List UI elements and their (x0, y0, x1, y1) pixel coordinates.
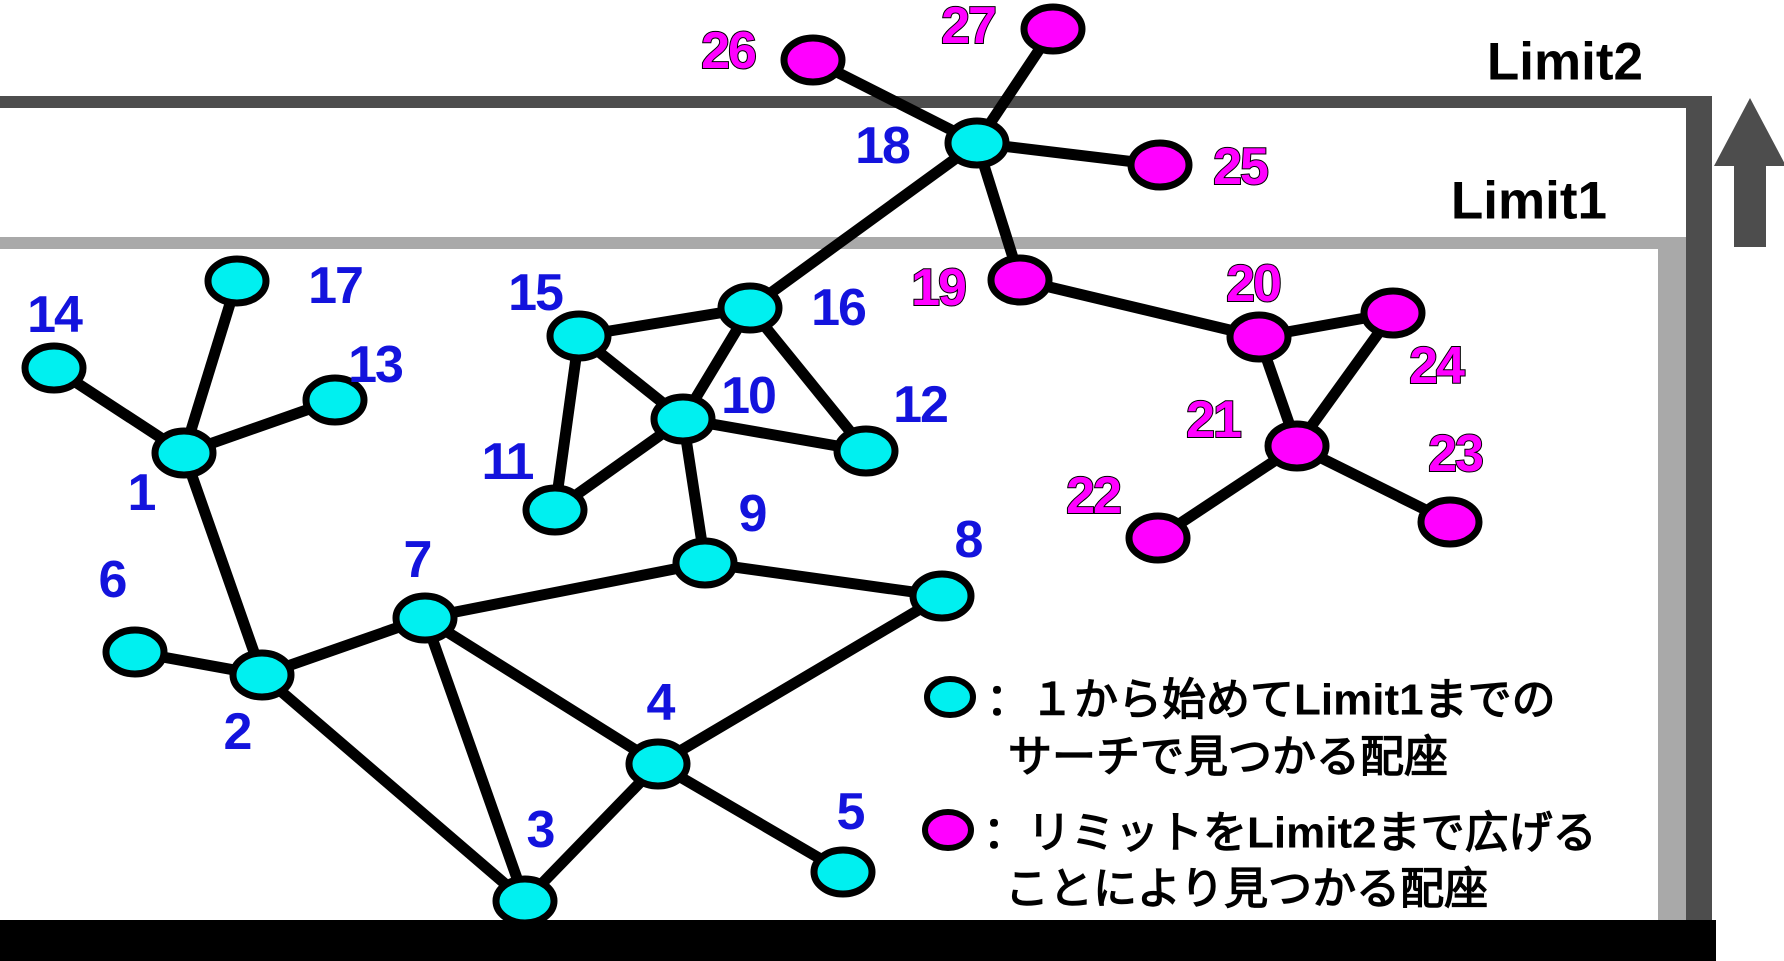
edge-4-8 (655, 591, 945, 769)
node-label-24: 24 (1409, 337, 1465, 395)
node-3 (492, 875, 558, 927)
node-19 (987, 254, 1053, 306)
node-5 (810, 846, 876, 898)
node-label-19: 19 (911, 259, 965, 317)
node-11 (522, 484, 588, 536)
node-2 (229, 649, 295, 701)
node-25 (1127, 139, 1193, 191)
edge-2-3 (258, 670, 529, 906)
node-label-27: 27 (941, 0, 995, 55)
edge-1-2 (178, 451, 268, 677)
limit2-line (0, 96, 1712, 108)
node-label-26: 26 (701, 22, 756, 80)
legend-line-cyan-2: サーチで見つかる配座 (1008, 733, 1448, 782)
node-label-14: 14 (27, 286, 83, 344)
legend: ：１から始めてLimit1までの サーチで見つかる配座 ：リミットをLimit2… (922, 676, 1597, 914)
node-label-17: 17 (308, 257, 362, 315)
node-label-8: 8 (955, 511, 983, 569)
node-13 (302, 374, 368, 426)
node-15 (546, 310, 612, 362)
node-label-20: 20 (1226, 255, 1280, 313)
node-label-15: 15 (508, 264, 563, 322)
edge-1-17 (178, 279, 243, 455)
node-label-6: 6 (99, 551, 127, 609)
node-23 (1417, 496, 1483, 548)
limit2-label: Limit2 (1487, 33, 1643, 92)
limit1-right-bar (1658, 237, 1686, 920)
legend-line-magenta-1: ：リミットをLimit2まで広げる (983, 809, 1597, 858)
node-label-9: 9 (739, 485, 766, 543)
node-27 (1020, 3, 1086, 55)
node-22 (1125, 512, 1191, 564)
node-label-1: 1 (128, 464, 156, 522)
node-label-18: 18 (855, 117, 910, 175)
limit1-label: Limit1 (1451, 172, 1607, 231)
node-10 (650, 393, 716, 445)
node-26 (780, 34, 846, 86)
node-label-25: 25 (1213, 138, 1268, 196)
node-label-11: 11 (482, 433, 534, 491)
node-8 (909, 570, 975, 622)
node-label-12: 12 (893, 376, 947, 434)
legend-cyan-dot-icon (924, 676, 976, 718)
node-label-3: 3 (527, 801, 555, 859)
node-24 (1360, 287, 1426, 339)
edge-7-9 (423, 557, 707, 624)
node-16 (717, 282, 783, 334)
legend-line-cyan-1: ：１から始めてLimit1までの (986, 676, 1556, 725)
node-label-23: 23 (1428, 425, 1483, 483)
expand-up-arrow-icon (1714, 98, 1784, 247)
node-17 (204, 255, 270, 307)
edge-19-20 (1018, 274, 1261, 343)
limit2-right-bar (1686, 96, 1712, 920)
edge-9-8 (704, 557, 943, 602)
node-21 (1264, 420, 1330, 472)
node-9 (672, 537, 738, 589)
node-label-16: 16 (811, 279, 866, 337)
legend-magenta-dot-icon (922, 809, 974, 851)
node-label-4: 4 (647, 674, 676, 732)
node-label-2: 2 (224, 703, 251, 761)
node-label-22: 22 (1066, 467, 1120, 525)
node-label-5: 5 (837, 783, 865, 841)
node-7 (392, 592, 458, 644)
edge-15-11 (549, 335, 585, 511)
edge-4-5 (655, 759, 846, 877)
bottom-bar (0, 920, 1716, 961)
node-4 (625, 738, 691, 790)
node-label-13: 13 (348, 336, 403, 394)
node-label-21: 21 (1186, 391, 1241, 449)
node-6 (102, 626, 168, 678)
node-label-10: 10 (721, 367, 775, 425)
edge-3-4 (521, 760, 662, 905)
node-1 (151, 427, 217, 479)
node-18 (944, 117, 1010, 169)
edge-3-7 (419, 616, 531, 903)
graph-nodes (21, 3, 1483, 927)
node-label-7: 7 (404, 531, 431, 589)
edge-4-7 (422, 613, 661, 769)
limit-boundaries: Limit2 Limit1 (0, 33, 1784, 961)
edge-16-12 (745, 304, 871, 455)
edge-16-18 (746, 138, 981, 313)
node-12 (833, 425, 899, 477)
node-14 (21, 342, 87, 394)
legend-line-magenta-2: ことにより見つかる配座 (1005, 865, 1488, 914)
node-20 (1226, 311, 1292, 363)
